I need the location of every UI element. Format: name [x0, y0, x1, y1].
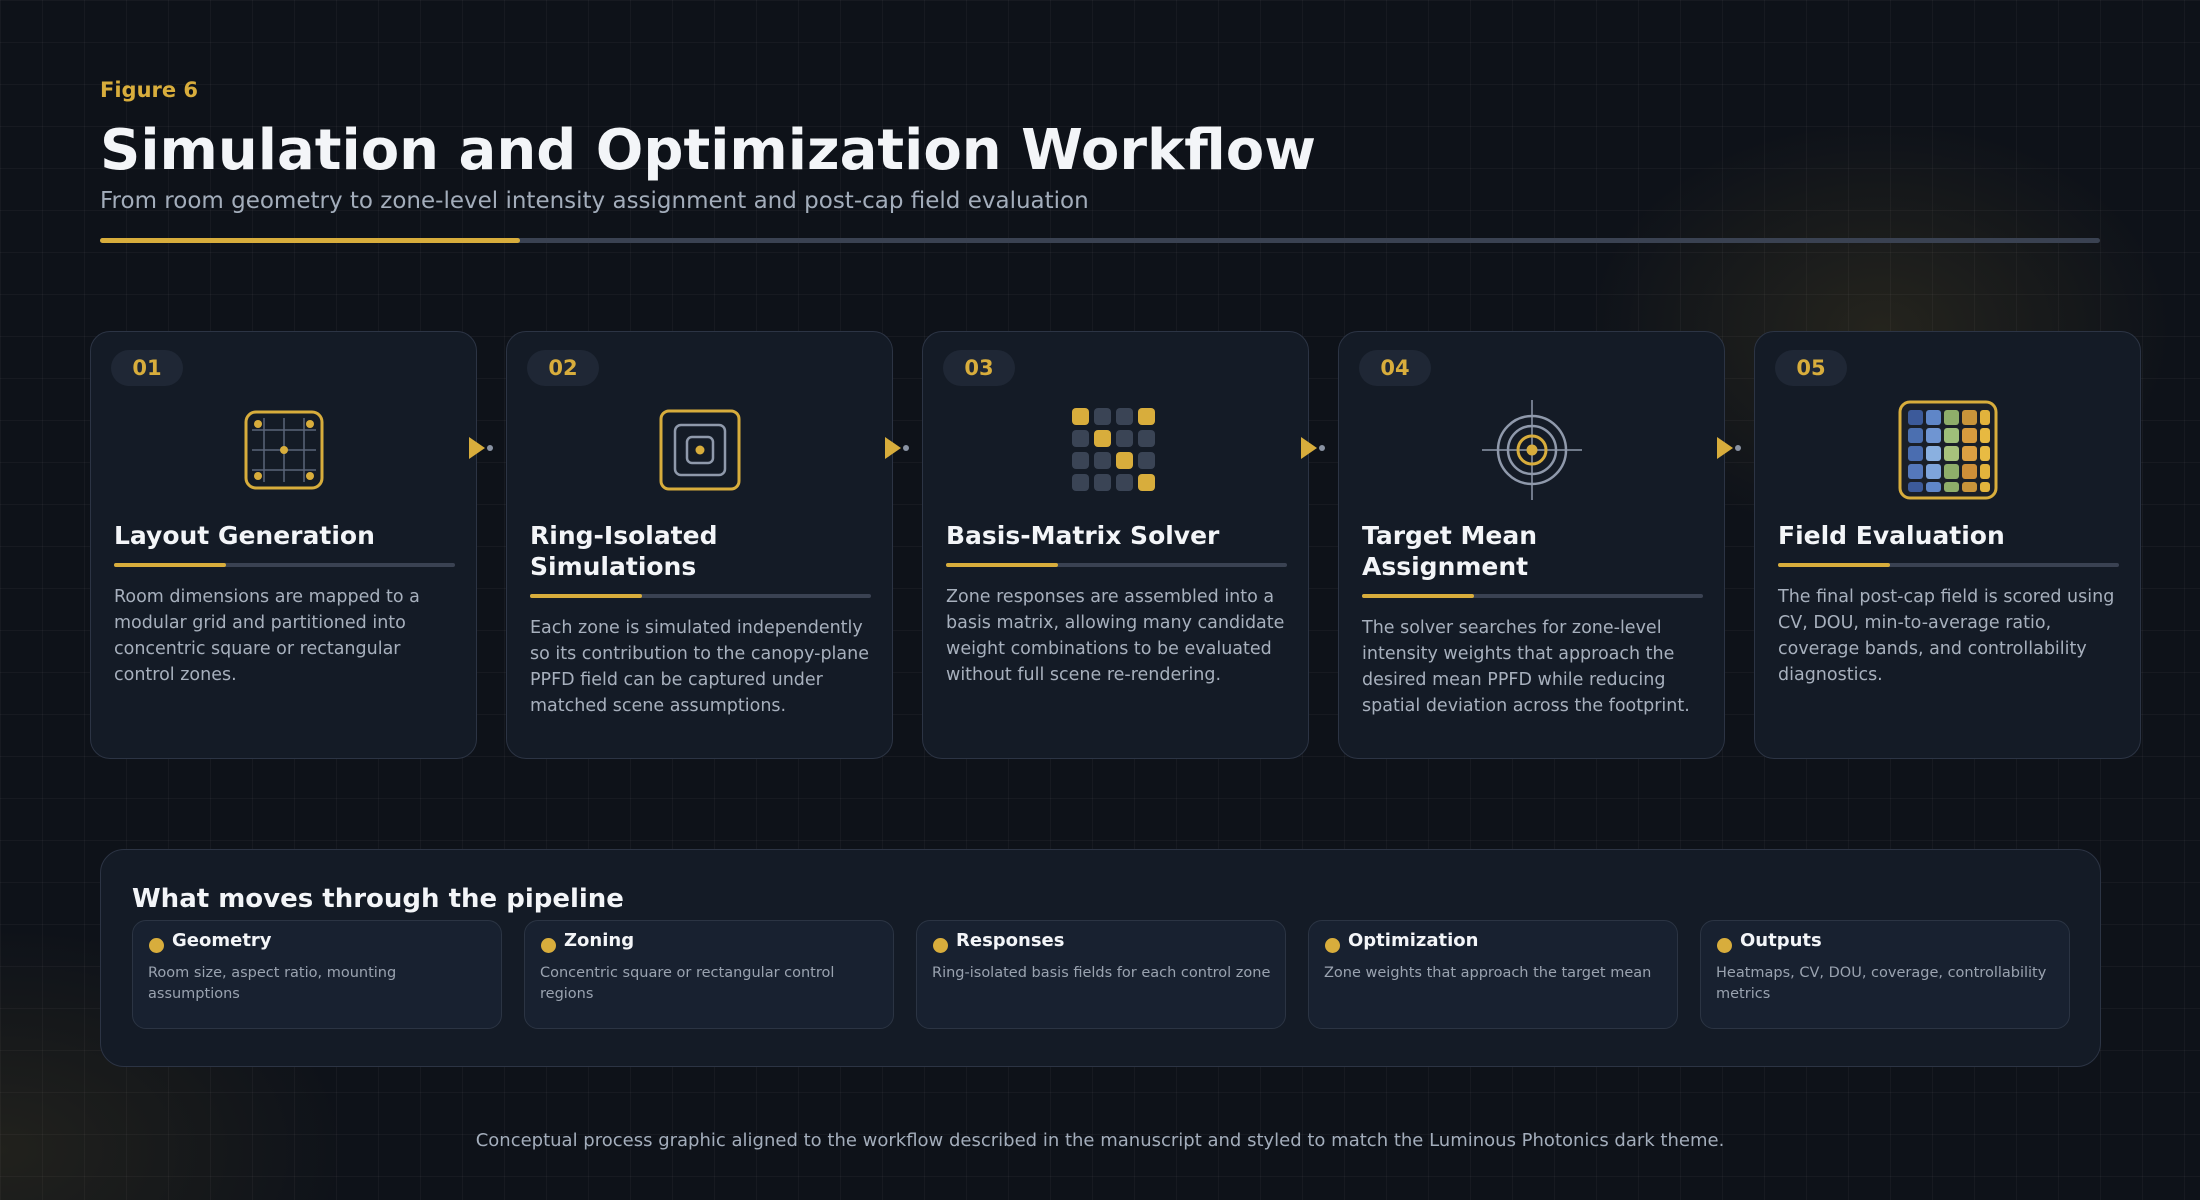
pipeline-item-optimization: Optimization Zone weights that approach … — [1308, 920, 1678, 1029]
pipeline-item-description: Heatmaps, CV, DOU, coverage, controllabi… — [1716, 965, 2047, 1002]
step-number-badge: 03 — [943, 350, 1015, 386]
pipeline-item-description: Concentric square or rectangular control… — [540, 965, 835, 1002]
target-icon — [1482, 400, 1582, 500]
step-description: Zone responses are assembled into a basi… — [946, 587, 1285, 685]
figure-label: Figure 6 — [100, 78, 199, 102]
step-number-badge: 04 — [1359, 350, 1431, 386]
pipeline-item-outputs: Outputs Heatmaps, CV, DOU, coverage, con… — [1700, 920, 2070, 1029]
matrix-icon — [1066, 400, 1166, 500]
title-divider — [100, 238, 2100, 243]
pipeline-panel: What moves through the pipeline Geometry… — [100, 849, 2101, 1067]
step-card-field-evaluation: 05 — [1754, 331, 2141, 759]
pipeline-item-title: Outputs — [1740, 930, 1822, 951]
pipeline-item-responses: Responses Ring-isolated basis fields for… — [916, 920, 1286, 1029]
step-card-ring-isolated-simulations: 02 Ring-Isolated Simulations Each zone i… — [506, 331, 893, 759]
flow-arrow-icon — [1300, 433, 1326, 463]
step-number-badge: 01 — [111, 350, 183, 386]
concentric-squares-icon — [650, 400, 750, 500]
grid-layout-icon — [234, 400, 334, 500]
step-title-underline — [114, 563, 455, 567]
step-card-layout-generation: 01 Layout Generation Room dimensions are… — [90, 331, 477, 759]
step-card-target-mean-assignment: 04 Target Mean Assignment The solver sea… — [1338, 331, 1725, 759]
step-description: Each zone is simulated independently so … — [530, 618, 869, 716]
step-number-badge: 02 — [527, 350, 599, 386]
figure-caption: Conceptual process graphic aligned to th… — [475, 1130, 1725, 1151]
pipeline-item-title: Optimization — [1348, 930, 1479, 951]
page-title: Simulation and Optimization Workflow — [100, 118, 1316, 183]
step-title-underline — [1778, 563, 2119, 567]
pipeline-item-title: Zoning — [564, 930, 635, 951]
step-title: Basis-Matrix Solver — [946, 521, 1220, 550]
flow-arrow-icon — [468, 433, 494, 463]
step-title-underline — [946, 563, 1287, 567]
pipeline-item-zoning: Zoning Concentric square or rectangular … — [524, 920, 894, 1029]
pipeline-item-description: Ring-isolated basis fields for each cont… — [932, 965, 1271, 981]
step-title: Target Mean Assignment — [1362, 521, 1538, 581]
bullet-dot-icon — [149, 938, 164, 953]
pipeline-item-description: Room size, aspect ratio, mounting assump… — [148, 965, 397, 1002]
bullet-dot-icon — [1325, 938, 1340, 953]
flow-arrow-icon — [1716, 433, 1742, 463]
heatmap-icon — [1898, 400, 1998, 500]
flow-arrow-icon — [884, 433, 910, 463]
pipeline-item-title: Responses — [956, 930, 1065, 951]
step-number-badge: 05 — [1775, 350, 1847, 386]
pipeline-title: What moves through the pipeline — [132, 884, 624, 914]
page-subtitle: From room geometry to zone-level intensi… — [100, 188, 1089, 214]
step-title: Layout Generation — [114, 521, 375, 550]
step-description: Room dimensions are mapped to a modular … — [114, 587, 420, 685]
step-description: The solver searches for zone-level inten… — [1362, 618, 1690, 716]
step-title: Ring-Isolated Simulations — [530, 521, 718, 581]
title-divider-accent — [100, 238, 520, 243]
step-title-underline — [530, 594, 871, 598]
pipeline-item-geometry: Geometry Room size, aspect ratio, mounti… — [132, 920, 502, 1029]
step-description: The final post-cap field is scored using… — [1778, 587, 2115, 685]
bullet-dot-icon — [933, 938, 948, 953]
step-title-underline — [1362, 594, 1703, 598]
bullet-dot-icon — [1717, 938, 1732, 953]
pipeline-item-description: Zone weights that approach the target me… — [1324, 965, 1652, 981]
step-title: Field Evaluation — [1778, 521, 2005, 550]
bullet-dot-icon — [541, 938, 556, 953]
pipeline-item-title: Geometry — [172, 930, 272, 951]
step-card-basis-matrix-solver: 03 Basis-Matrix Solver — [922, 331, 1309, 759]
